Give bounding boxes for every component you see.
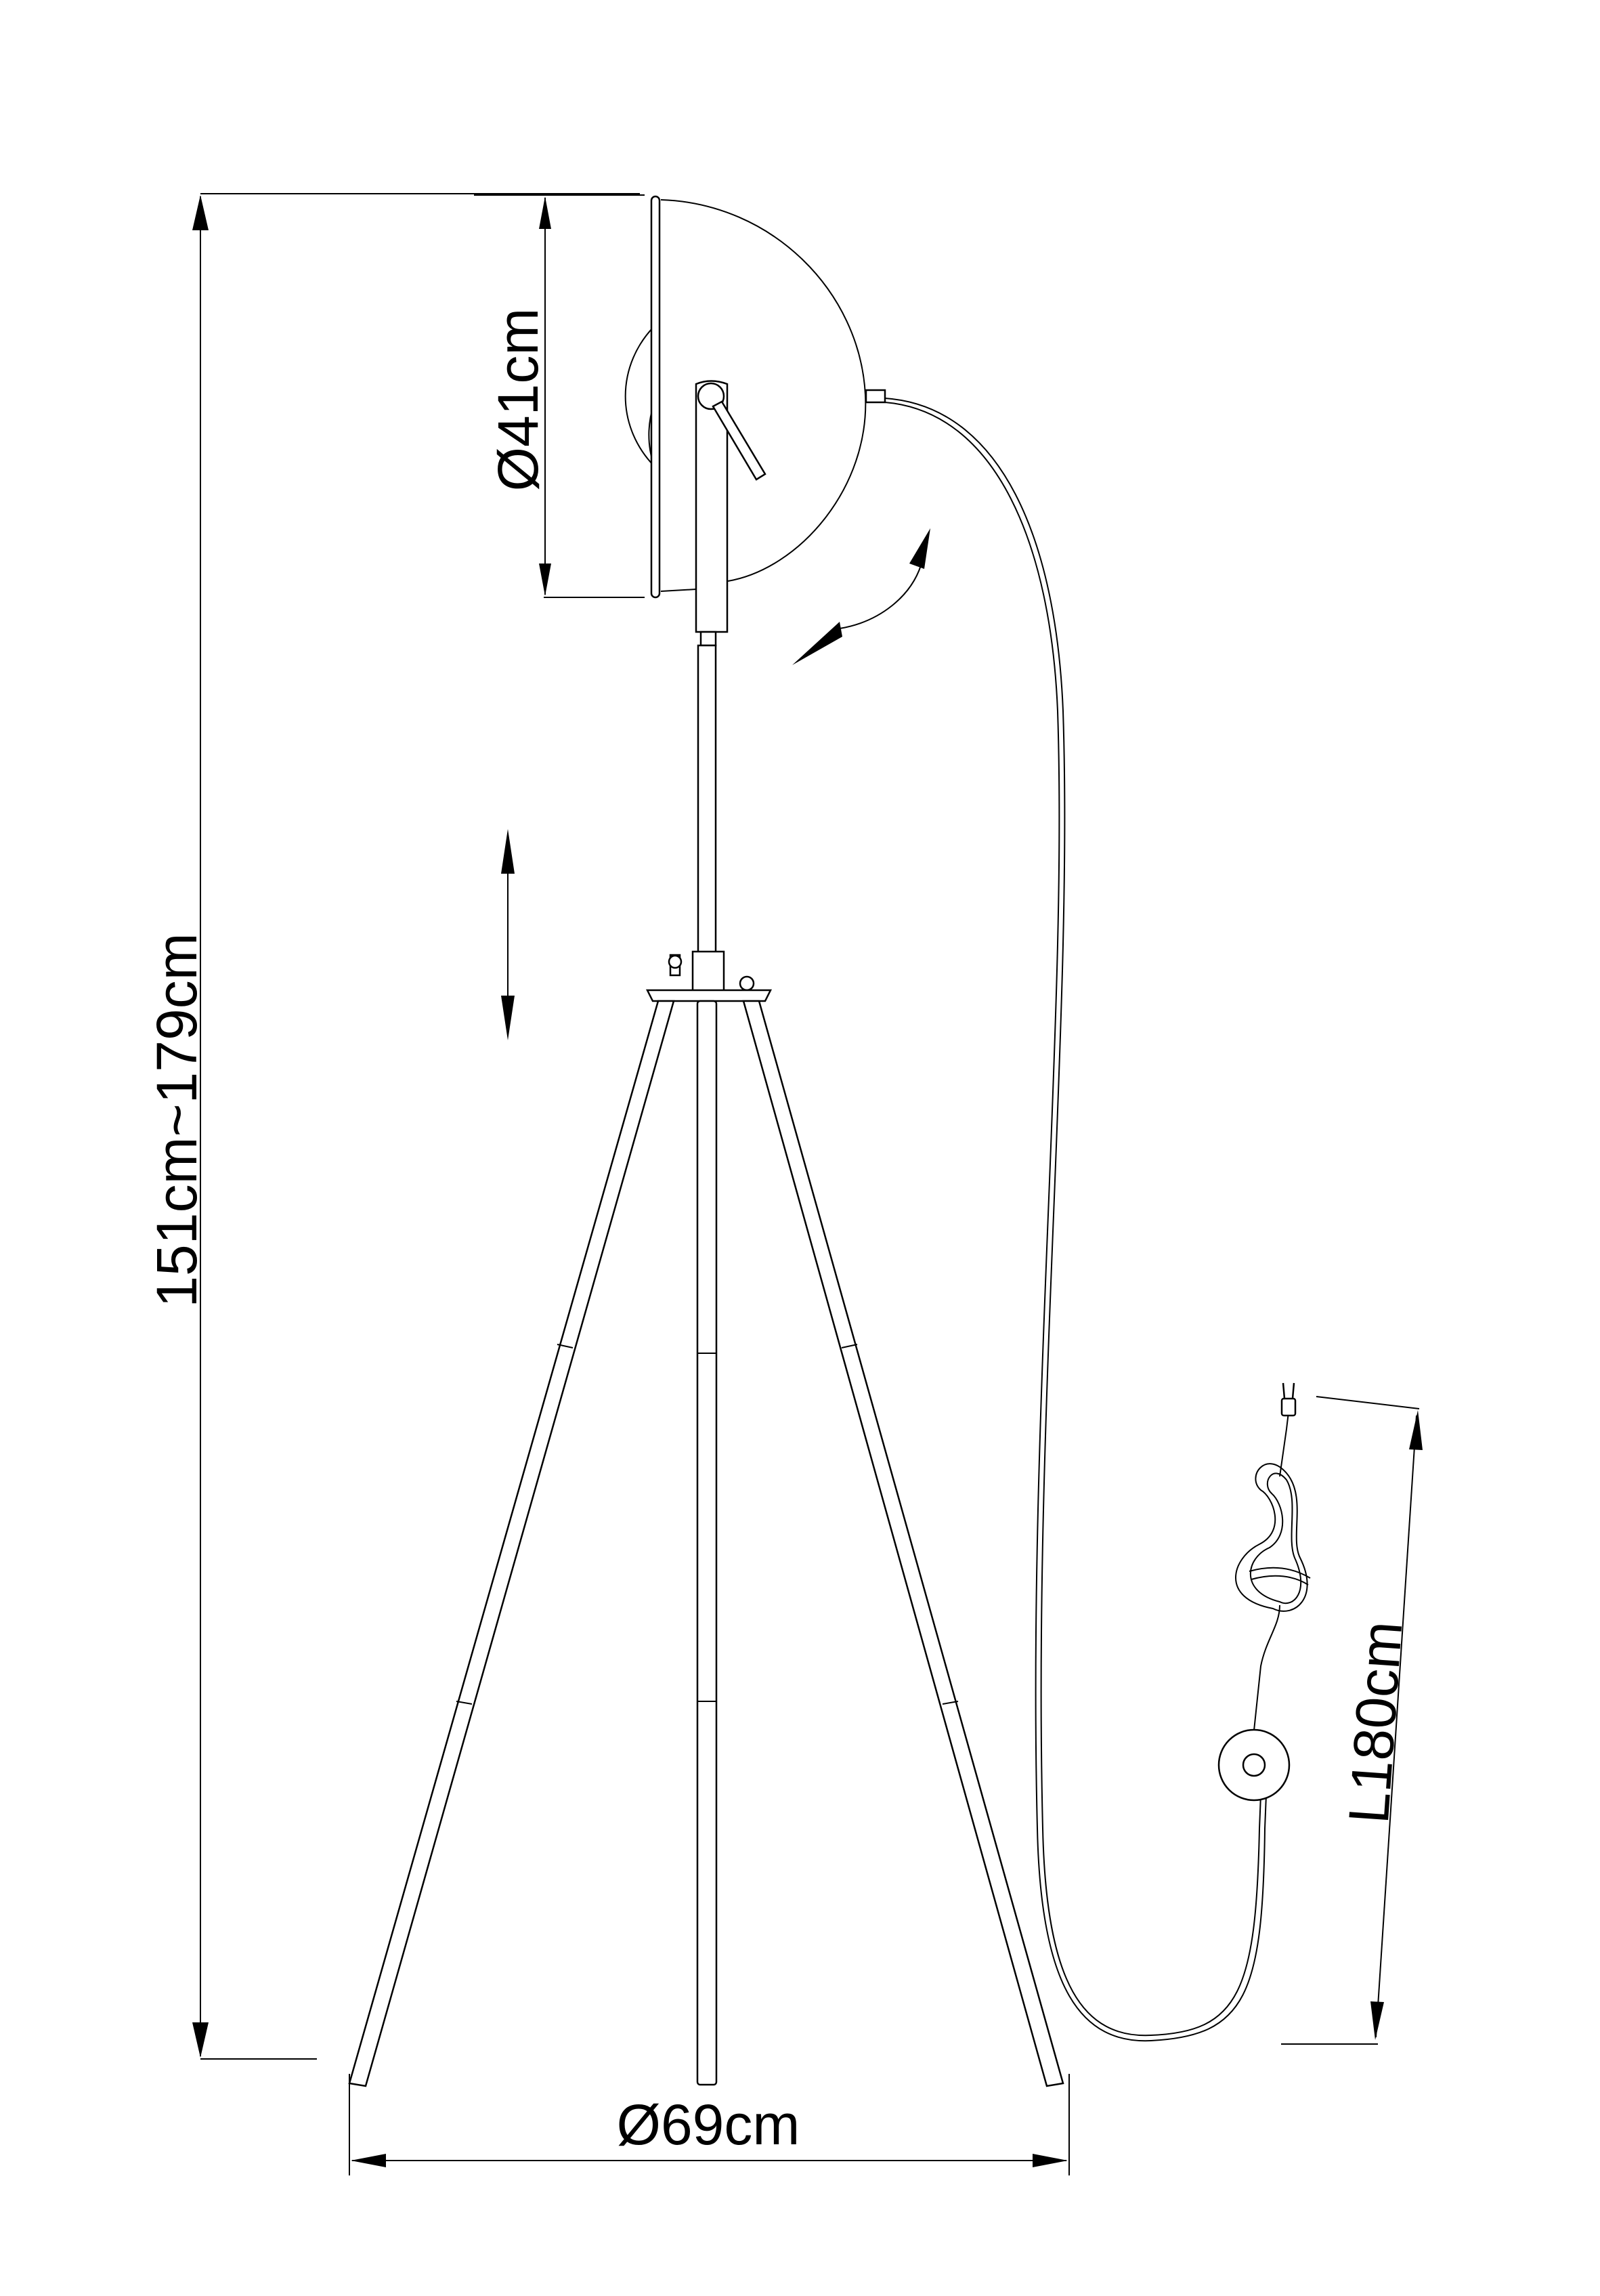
tripod-leg-left [348, 1000, 675, 2087]
base-diameter-dimension: Ø69cm [349, 2074, 1070, 2175]
shade-diameter-label: Ø41cm [486, 308, 550, 492]
base-diameter-label: Ø69cm [617, 2093, 800, 2156]
cable-length-label: L180cm [1337, 1619, 1414, 1826]
shade-bracket [695, 380, 766, 633]
height-dimension: 151cm~179cm [145, 193, 640, 2060]
height-adjust-arrow [501, 829, 515, 1040]
height-label: 151cm~179cm [145, 933, 209, 1307]
tripod [348, 989, 1064, 2087]
lamp-pole [668, 631, 755, 994]
tripod-leg-center [696, 1000, 718, 2086]
cable-length-dimension: L180cm [1281, 1396, 1423, 2045]
shade-diameter-dimension: Ø41cm [474, 194, 645, 598]
tilt-rotation-arrow [792, 528, 930, 665]
power-plug [1280, 1382, 1297, 1417]
tilt-knob [712, 400, 766, 481]
power-cable [884, 398, 1311, 2042]
tripod-leg-right [742, 1000, 1064, 2087]
foot-switch [1217, 1728, 1291, 1802]
lamp-shade [624, 195, 886, 599]
coiled-cable [1235, 1463, 1311, 1612]
